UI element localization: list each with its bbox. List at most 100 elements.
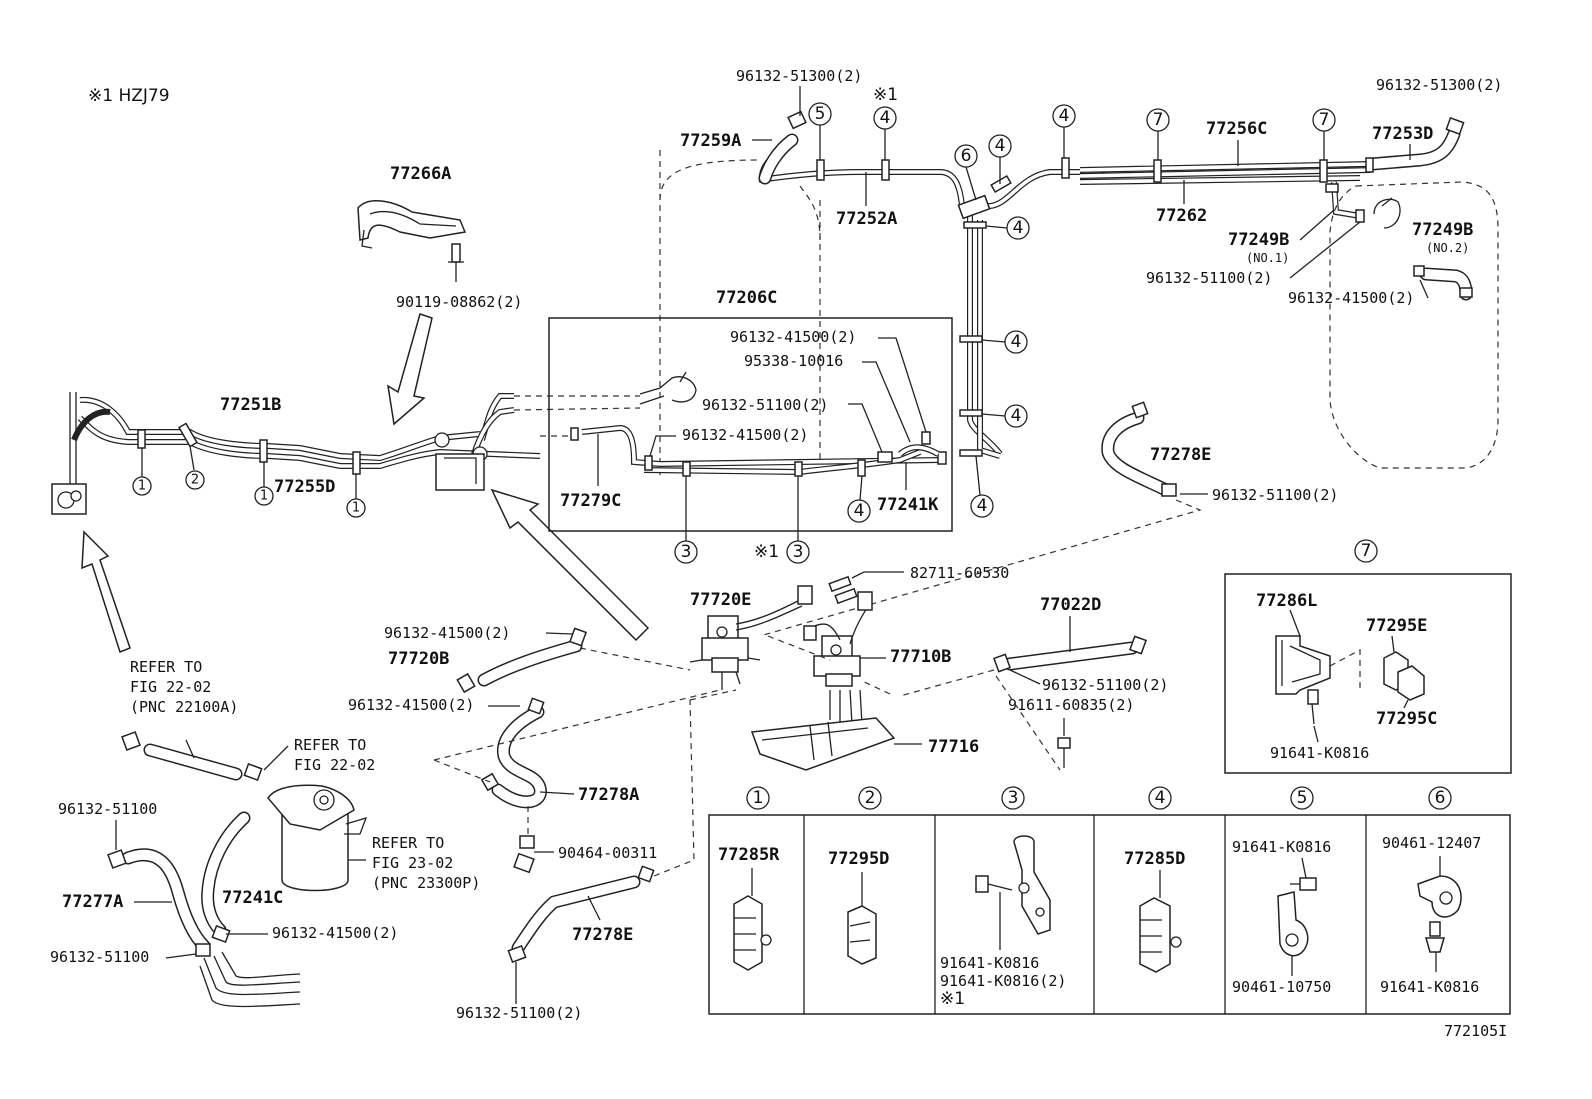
refer-22-02-b: REFER TO FIG 22-02 xyxy=(263,736,375,774)
marker-3: 3 xyxy=(793,542,804,562)
label-90119-08862: 90119-08862(2) xyxy=(396,293,522,311)
label-96132-51100-m: 96132-51100(2) xyxy=(1042,676,1168,694)
label-77278a: 77278A xyxy=(578,785,639,805)
label-77720e: 77720E xyxy=(690,590,751,610)
legend-marker-5: 5 xyxy=(1297,788,1308,808)
label-96132-51100-e: 96132-51100(2) xyxy=(1212,486,1338,504)
refer-line: REFER TO xyxy=(130,658,202,676)
clamp-77285d xyxy=(1139,870,1182,973)
hose-77022d xyxy=(993,635,1147,673)
note-marker-1: ※1 xyxy=(940,989,965,1009)
label-96132-41500-m2: 96132-41500(2) xyxy=(348,696,474,714)
hose-77720b xyxy=(456,627,587,694)
cushion-77295e xyxy=(1329,649,1425,701)
refer-line: REFER TO xyxy=(372,834,444,852)
marker-1: 1 xyxy=(138,479,146,494)
label-77249b-no2: 77249B xyxy=(1412,220,1473,240)
label-90461-10750: 90461-10750 xyxy=(1232,978,1331,996)
label-77262: 77262 xyxy=(1156,206,1207,226)
label-96132-51300-a: 96132-51300(2) xyxy=(736,67,862,85)
marker-4: 4 xyxy=(1059,106,1070,126)
clamp-type3 xyxy=(975,835,1051,950)
marker-4: 4 xyxy=(1013,218,1024,238)
label-95338-10016: 95338-10016 xyxy=(744,352,843,370)
bracket-77266a xyxy=(357,200,467,282)
pipe-upper-run xyxy=(513,110,1465,480)
label-91641-k0816-c6: 91641-K0816 xyxy=(1380,978,1479,996)
label-77266a: 77266A xyxy=(390,164,451,184)
label-77295e: 77295E xyxy=(1366,616,1427,636)
hose-77277a xyxy=(107,848,301,1008)
label-96132-41500-m: 96132-41500(2) xyxy=(384,624,510,642)
hose-upper-left xyxy=(121,731,263,781)
vsv-77720e xyxy=(689,585,813,690)
label-77277a: 77277A xyxy=(62,892,123,912)
label-90461-12407: 90461-12407 xyxy=(1382,834,1481,852)
refer-line: FIG 23-02 xyxy=(372,854,453,872)
fuel-tank-outline xyxy=(1329,181,1499,469)
label-77295d: 77295D xyxy=(828,849,889,869)
marker-4: 4 xyxy=(1011,332,1022,352)
refer-line: FIG 22-02 xyxy=(294,756,375,774)
label-77241c: 77241C xyxy=(222,888,283,908)
legend-marker-7: 7 xyxy=(1361,541,1372,561)
clamp-type6 xyxy=(1417,856,1462,972)
label-77251b: 77251B xyxy=(220,395,281,415)
pointer-arrows xyxy=(81,313,650,653)
clamp-type5 xyxy=(1277,857,1317,976)
label-77710b: 77710B xyxy=(890,647,951,667)
clamp-77295d xyxy=(847,872,877,965)
label-77295c: 77295C xyxy=(1376,709,1437,729)
hose-77278e-bot xyxy=(507,689,737,963)
marker-7: 7 xyxy=(1319,110,1330,130)
refer-line: FIG 22-02 xyxy=(130,678,211,696)
label-96132-51100-bot: 96132-51100(2) xyxy=(456,1004,582,1022)
marker-4: 4 xyxy=(1011,406,1022,426)
marker-1: 1 xyxy=(260,489,268,504)
label-77278e-bot: 77278E xyxy=(572,925,633,945)
clip-markers-left: 1 2 1 1 xyxy=(132,470,366,518)
label-96132-51100-l2: 96132-51100 xyxy=(50,948,149,966)
refer-line: REFER TO xyxy=(294,736,366,754)
label-82711-60530: 82711-60530 xyxy=(910,564,1009,582)
label-77286l: 77286L xyxy=(1256,591,1317,611)
label-77022d: 77022D xyxy=(1040,595,1101,615)
label-77249b-no2-sub: (NO.2) xyxy=(1426,241,1469,255)
legend-marker-1: 1 xyxy=(753,788,764,808)
label-77249b-no1-sub: (NO.1) xyxy=(1246,251,1289,265)
model-note: ※1 HZJ79 xyxy=(88,86,170,106)
label-77249b-no1: 77249B xyxy=(1228,230,1289,250)
label-77279c: 77279C xyxy=(560,491,621,511)
label-77241k: 77241K xyxy=(877,495,939,515)
clamp-77285r xyxy=(733,868,772,971)
hose-77278e-top xyxy=(759,401,1202,637)
marker-4: 4 xyxy=(854,501,865,521)
marker-4: 4 xyxy=(880,108,891,128)
label-96132-41500-box1: 96132-41500(2) xyxy=(730,328,856,346)
hose-77249b-no2 xyxy=(1413,265,1473,301)
label-96132-51100-r: 96132-51100(2) xyxy=(1146,269,1272,287)
label-96132-51300-b: 96132-51300(2) xyxy=(1376,76,1502,94)
label-91641-k0816-c3a: 91641-K0816 xyxy=(940,954,1039,972)
label-91611-60835: 91611-60835(2) xyxy=(1008,696,1134,714)
legend-box-7 xyxy=(1224,573,1512,774)
label-77716: 77716 xyxy=(928,737,979,757)
legend-marker-3: 3 xyxy=(1008,788,1019,808)
legend-marker-4: 4 xyxy=(1155,788,1166,808)
sub-assembly-box-77206c xyxy=(548,317,953,532)
legend-strip xyxy=(708,814,1511,1015)
label-77285r: 77285R xyxy=(718,845,780,865)
label-77255d: 77255D xyxy=(274,477,335,497)
marker-4: 4 xyxy=(995,136,1006,156)
refer-line: (PNC 22100A) xyxy=(130,698,238,716)
label-96132-41500-r: 96132-41500(2) xyxy=(1288,289,1414,307)
label-77252a: 77252A xyxy=(836,209,897,229)
marker-3: 3 xyxy=(681,542,692,562)
marker-2: 2 xyxy=(191,473,199,488)
label-77278e-top: 77278E xyxy=(1150,445,1211,465)
refer-22-02-a: REFER TO FIG 22-02 (PNC 22100A) xyxy=(130,658,238,716)
note-marker-1: ※1 xyxy=(754,542,779,562)
connector-82711 xyxy=(828,571,904,605)
refer-line: (PNC 23300P) xyxy=(372,874,480,892)
figure-id: 772105I xyxy=(1444,1022,1507,1040)
